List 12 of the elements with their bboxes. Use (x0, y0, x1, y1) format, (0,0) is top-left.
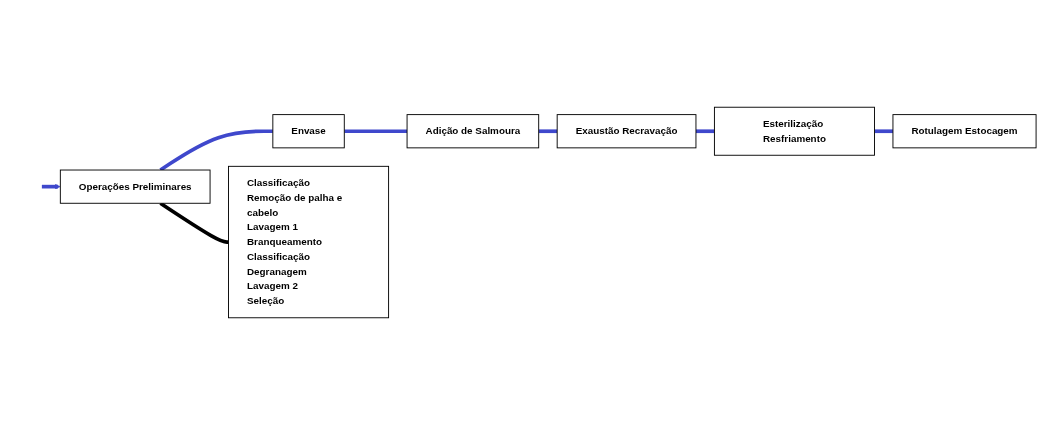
node-box: Esterilização Resfriamento (713, 106, 875, 156)
connector (538, 129, 558, 134)
node-box: Adição de Salmoura (406, 114, 540, 149)
connector (695, 129, 715, 134)
connector (344, 129, 408, 134)
connector (159, 129, 273, 172)
node-box: Classificação Remoção de palha e cabelo Lavagem 1 Branqueamento Classificação Degranagem Lavagem 2 Seleção (228, 165, 390, 319)
node-box: Operações Preliminares (59, 169, 211, 204)
node-box: Rotulagem Estocagem (892, 114, 1037, 149)
node-box: Envase (272, 114, 345, 149)
node-box: Exaustão Recravação (556, 114, 697, 149)
connector (874, 129, 894, 134)
